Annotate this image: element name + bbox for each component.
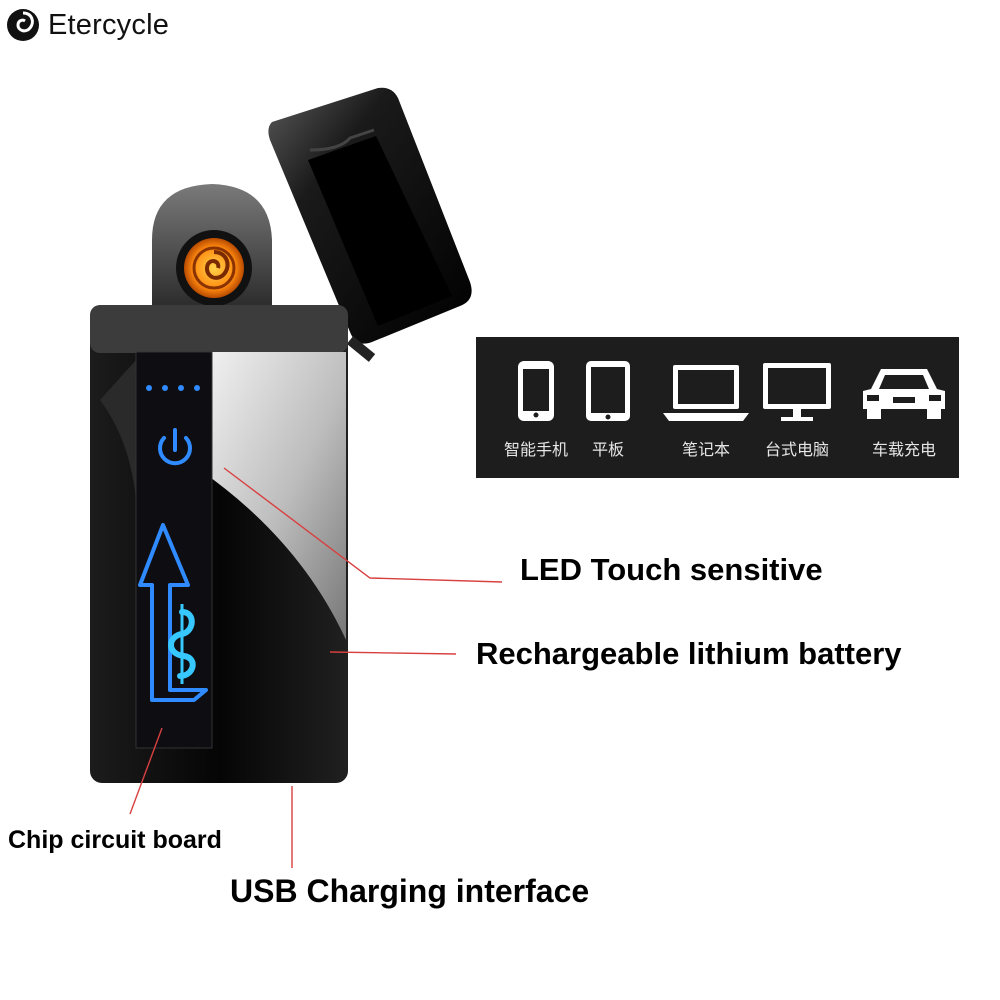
battery-label: Rechargeable lithium battery	[476, 636, 902, 671]
device-label: 台式电脑	[764, 440, 829, 459]
device-label: 笔记本	[681, 440, 730, 459]
laptop-icon	[663, 365, 749, 421]
desktop-monitor-icon	[763, 363, 831, 421]
device-desktop: 台式电脑	[752, 337, 842, 478]
led-touch-label: LED Touch sensitive	[520, 552, 823, 587]
car-icon	[863, 369, 945, 419]
compatible-devices-panel: 智能手机 平板 笔记本 台式电脑	[476, 337, 959, 478]
device-label: 智能手机	[503, 440, 568, 459]
device-label: 平板	[591, 440, 624, 459]
tablet-icon	[586, 361, 630, 421]
device-label: 车载充电	[871, 440, 936, 459]
smartphone-icon	[518, 361, 554, 421]
chip-label: Chip circuit board	[8, 826, 222, 854]
lighter-body	[90, 305, 348, 783]
brand-name: Etercycle	[48, 8, 170, 41]
callout-lines	[129, 467, 503, 868]
coil-head	[152, 184, 272, 310]
brand: Etercycle	[6, 8, 169, 42]
usb-label: USB Charging interface	[230, 873, 590, 909]
device-laptop: 笔记本	[656, 337, 756, 478]
lighter-lid	[268, 87, 472, 362]
swirl-logo-icon	[7, 9, 39, 41]
device-car: 车载充电	[856, 337, 952, 478]
device-tablet: 平板	[580, 337, 636, 478]
device-smartphone: 智能手机	[496, 337, 576, 478]
